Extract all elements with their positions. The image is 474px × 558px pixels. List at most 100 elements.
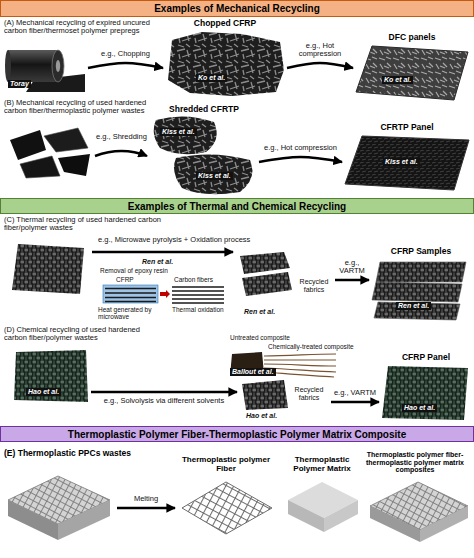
- section-caption: (C) Thermal recycling of used hardened c…: [4, 216, 162, 233]
- process-label: e.g., VARTM: [336, 259, 368, 276]
- source-credit: Kiss et al.: [160, 128, 197, 136]
- prepreg-roll: [52, 50, 64, 82]
- image-panel: Shredded CFRTPKiss et al.Kiss et al.: [152, 116, 256, 194]
- image-panel: DFC panelsKo et al.: [356, 44, 468, 100]
- recycled-fabrics: [242, 380, 288, 410]
- recycled-fabrics: [242, 272, 292, 296]
- cfrp-samples: [372, 282, 462, 302]
- recycled-fabrics: [240, 252, 292, 296]
- shredded-cfrtp: [154, 116, 217, 154]
- band-heading: Examples of Thermal and Chemical Recycli…: [128, 201, 346, 212]
- prepreg-roll: [5, 50, 11, 82]
- source-credit: Kiss et al.: [196, 172, 233, 180]
- cfrp-waste: [12, 244, 84, 294]
- process-label: e.g., Hot compression: [260, 144, 341, 152]
- composite-slab: [370, 482, 468, 542]
- cfrp-waste: [12, 244, 84, 294]
- image-panel: Recycled fabricsRen et al.: [238, 250, 332, 324]
- image-panel: Thermoplastic polymer Fiber: [178, 476, 274, 542]
- polymer-fiber-mesh: [182, 482, 272, 534]
- cfrp-samples: [376, 262, 466, 282]
- process-label: e.g., Hot compression: [288, 42, 352, 59]
- process-arrow: [287, 63, 353, 68]
- image-panel: Thermoplastic polymer fiber-thermoplasti…: [364, 476, 470, 542]
- process-arrow: [259, 157, 342, 162]
- annotation-text: CFRP: [116, 276, 134, 283]
- annotation-text: Recycled fabrics: [296, 278, 332, 293]
- panel-title: CFRP Samples: [391, 247, 451, 256]
- polymer-matrix-slab: [288, 500, 324, 532]
- process-arrow: [91, 391, 237, 393]
- ppc-waste: [58, 500, 110, 540]
- polymer-fiber-mesh: [182, 482, 272, 534]
- section-band: Examples of Mechanical Recycling: [0, 0, 474, 17]
- cfrtp-panel: [345, 136, 469, 190]
- prepreg-roll: [5, 50, 85, 92]
- panel-title: CFRP Panel: [402, 353, 450, 362]
- prepreg-roll: [56, 60, 60, 72]
- panel-title: CFRTP Panel: [380, 123, 433, 132]
- annotation-text: Thermal oxidation: [172, 306, 228, 313]
- band-heading: Thermoplastic Polymer Fiber-Thermoplasti…: [68, 429, 406, 440]
- polymer-matrix-slab: [288, 482, 358, 532]
- cfrp-samples: [372, 262, 466, 320]
- chopped-cfrp-pile: [168, 32, 284, 96]
- image-panel: CFRTP PanelKiss et al.: [345, 134, 469, 190]
- annotation-text: Untreated composite: [230, 334, 290, 341]
- panel-title: Shredded CFRTP: [169, 105, 239, 114]
- recycled-fabrics: [242, 380, 288, 410]
- ppc-waste: [8, 476, 110, 540]
- source-credit: Ren et al.: [140, 258, 175, 266]
- chopped-cfrp-pile: [168, 32, 284, 96]
- microwave-schematic: [160, 290, 170, 298]
- process-arrow: [117, 507, 175, 509]
- section-caption: (D) Chemical recycling of used hardened …: [4, 326, 162, 343]
- panel-title: Chopped CFRP: [194, 19, 256, 28]
- section-caption: (B) Mechanical recycling of used hardene…: [4, 99, 162, 116]
- cfrp-waste: [14, 350, 88, 402]
- source-credit: Ko et al.: [196, 74, 227, 82]
- image-panel: Chopped CFRPKo et al.: [166, 30, 284, 96]
- process-arrow: [335, 279, 369, 281]
- image-panel: Untreated compositeChemically-treated co…: [228, 334, 360, 378]
- cfrp-panel: [382, 366, 468, 420]
- panel-title: (E) Thermoplastic PPCs wastes: [4, 449, 131, 458]
- cfrp-waste: [14, 350, 88, 402]
- composite-slab: [370, 506, 420, 542]
- prepreg-roll: [8, 50, 58, 82]
- process-arrow: [95, 151, 147, 156]
- thermoplastic-waste: [58, 154, 90, 176]
- annotation-text: Removal of epoxy resin: [100, 267, 168, 274]
- image-panel: Ren et al.Removal of epoxy resinCFRP Carb…: [98, 258, 228, 324]
- composite-slab: [420, 506, 468, 542]
- recycled-fabrics: [240, 252, 290, 274]
- source-credit: Hao et al.: [26, 388, 61, 396]
- panel-title: Thermoplastic polymer fiber-thermoplasti…: [359, 451, 471, 474]
- annotation-text: Carbon fibers: [174, 276, 213, 283]
- microwave-schematic: [172, 287, 224, 303]
- section-caption: (A) Mechanical recycling of expired uncu…: [4, 19, 162, 36]
- source-credit: Hao et al.: [402, 404, 437, 412]
- image-panel: Hao et al.: [14, 350, 88, 402]
- source-credit: Ballout et al.: [230, 368, 276, 376]
- process-label: e.g., VARTM: [332, 389, 378, 397]
- cfrp-panel: [382, 366, 468, 420]
- source-credit: Toray: [8, 80, 31, 88]
- annotation-text: Recycled fabrics: [290, 386, 328, 401]
- shredded-cfrtp: [174, 154, 252, 194]
- thermoplastic-waste: [44, 128, 88, 152]
- shredded-cfrtp: [154, 116, 253, 194]
- process-label: e.g., Microwave pyrolysis + Oxidation pr…: [98, 236, 250, 244]
- thermoplastic-waste: [20, 156, 60, 178]
- section-band: Examples of Thermal and Chemical Recycli…: [0, 198, 474, 214]
- process-label: Melting: [118, 495, 174, 503]
- section-band: Thermoplastic Polymer Fiber-Thermoplasti…: [0, 426, 474, 442]
- treated-composite: [230, 352, 336, 377]
- process-arrow: [331, 401, 379, 403]
- process-label: e.g., Shredding: [96, 133, 147, 141]
- source-credit: Kiss et al.: [383, 158, 420, 166]
